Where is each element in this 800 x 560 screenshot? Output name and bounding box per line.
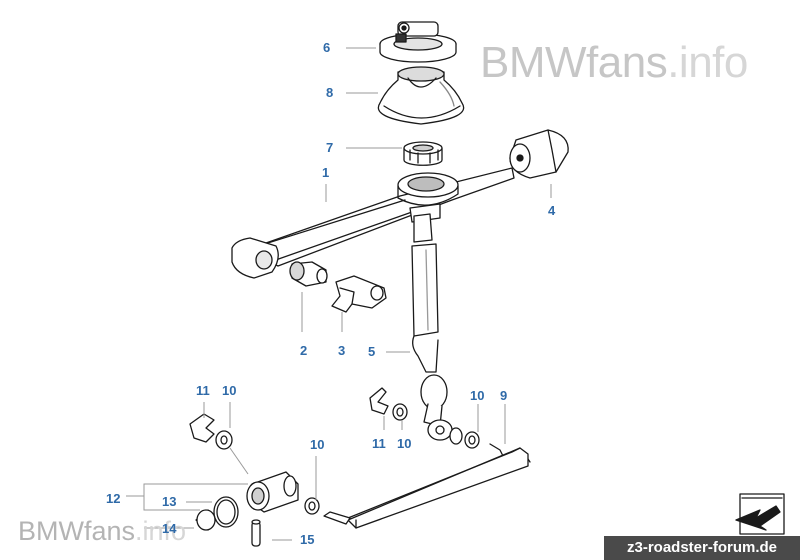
rubber-boot-part-8 [377, 66, 465, 125]
o-ring-part-13 [213, 496, 239, 528]
small-bushing-part-14 [195, 509, 217, 531]
washer-part-10-right-a [392, 403, 408, 421]
callout-13: 13 [162, 494, 177, 509]
watermark-left: BMWfans.info [18, 516, 187, 546]
clip-part-11-right [369, 387, 389, 415]
callout-3: 3 [338, 343, 346, 358]
clamp-ring-part-6 [379, 21, 457, 63]
gear-stick-part-5 [411, 213, 453, 441]
bushing-part-7 [403, 141, 443, 166]
joint-body-part-12 [246, 471, 299, 513]
callout-10-right-top: 10 [470, 388, 485, 403]
callout-4: 4 [548, 203, 556, 218]
callout-2: 2 [300, 343, 308, 358]
washer-part-10-left [215, 430, 233, 450]
callout-10-left: 10 [222, 383, 237, 398]
callout-14: 14 [162, 521, 177, 536]
rear-bushing-part-4 [509, 129, 569, 179]
callout-7: 7 [326, 140, 334, 155]
callout-6: 6 [323, 40, 331, 55]
watermark-right: BMWfans.info [480, 38, 748, 87]
callout-1: 1 [322, 165, 330, 180]
washer-part-10-lower [304, 497, 320, 515]
footer-badge[interactable]: z3-roadster-forum.de [604, 536, 800, 560]
callout-15: 15 [300, 532, 315, 547]
callout-5: 5 [368, 344, 376, 359]
selector-rod-part-9 [323, 443, 531, 529]
clip-part-11-left [189, 413, 215, 443]
callout-12: 12 [106, 491, 121, 506]
callout-10-lower: 10 [310, 437, 325, 452]
callout-11-right: 11 [372, 436, 386, 451]
leader-lines [126, 47, 552, 541]
arrow-corner-icon [735, 493, 785, 535]
pin-bushing-part-2 [289, 261, 328, 287]
washer-part-10-right-b [464, 431, 480, 449]
callout-9: 9 [500, 388, 508, 403]
callout-8: 8 [326, 85, 334, 100]
retaining-clip-part-3 [331, 275, 387, 313]
callout-11-left: 11 [196, 383, 210, 398]
shift-lever-arm-part-1 [231, 167, 515, 279]
end-ring-part-right [449, 427, 463, 445]
pin-part-15 [251, 519, 261, 547]
callout-10-right-bottom: 10 [397, 436, 412, 451]
